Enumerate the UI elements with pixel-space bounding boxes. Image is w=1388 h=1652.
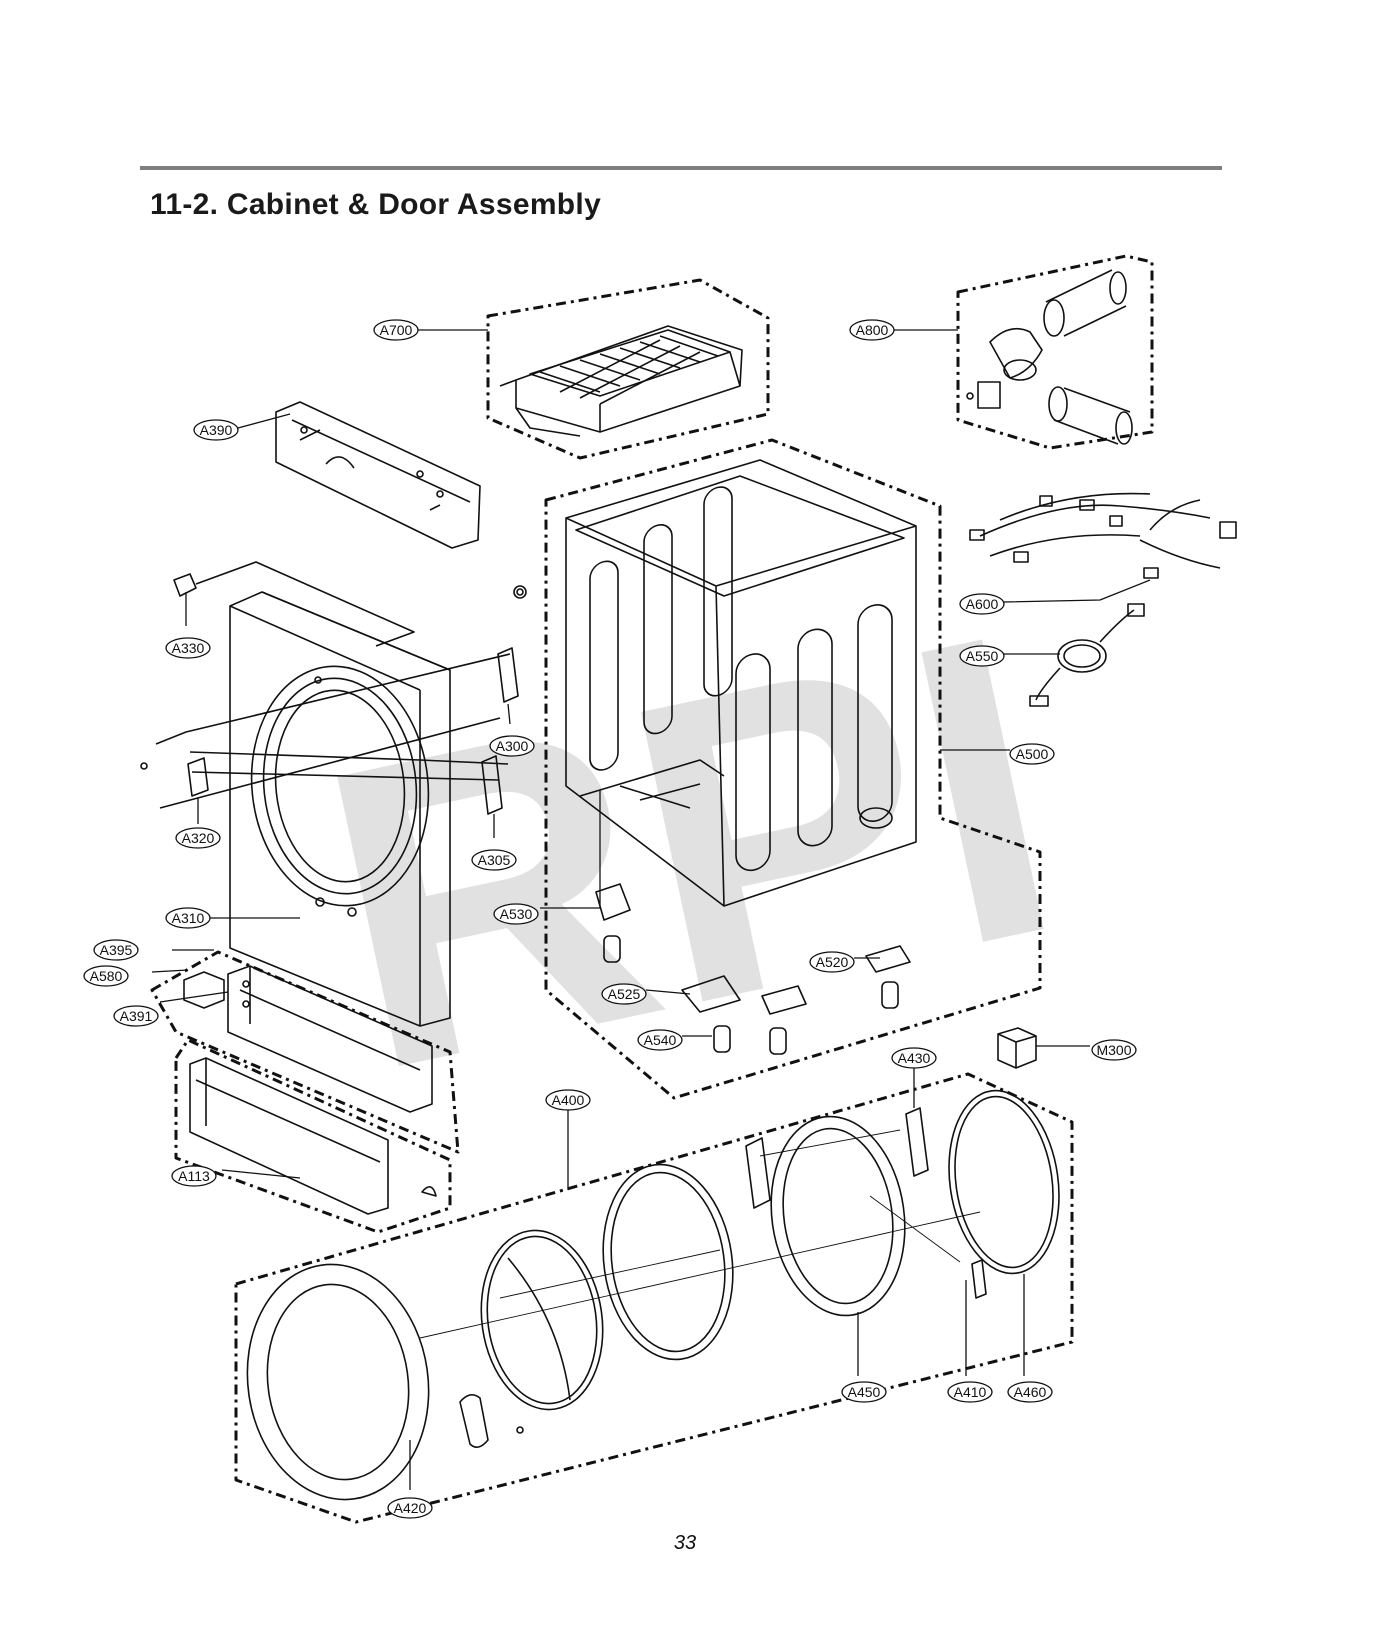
svg-text:A450: A450 — [848, 1384, 881, 1400]
svg-text:A500: A500 — [1016, 746, 1049, 762]
svg-text:A430: A430 — [898, 1050, 931, 1066]
callout-a500: A500 — [1009, 743, 1055, 765]
svg-text:A320: A320 — [182, 830, 215, 846]
svg-text:A395: A395 — [100, 942, 133, 958]
callout-a800: A800 — [849, 319, 895, 341]
svg-text:A305: A305 — [478, 852, 511, 868]
lower-frame-parts — [183, 965, 433, 1113]
dryer-rack-part — [499, 325, 743, 437]
svg-text:A400: A400 — [552, 1092, 585, 1108]
svg-text:A113: A113 — [178, 1168, 210, 1184]
svg-text:A330: A330 — [172, 640, 205, 656]
kick-plate-part — [189, 1057, 437, 1215]
latch-part — [905, 1107, 987, 1299]
callout-a700: A700 — [373, 319, 419, 341]
door-outer-ring-part — [246, 1263, 524, 1501]
front-panel-part — [155, 591, 511, 1027]
callout-a330: A330 — [165, 637, 211, 659]
callout-a400: A400 — [545, 1089, 591, 1111]
callout-a320: A320 — [175, 827, 221, 849]
callout-a391: A391 — [113, 1005, 159, 1027]
callout-a525: A525 — [601, 983, 647, 1005]
svg-text:A391: A391 — [120, 1008, 153, 1024]
svg-text:A300: A300 — [496, 738, 529, 754]
switch-part — [997, 1027, 1037, 1069]
hinge-parts — [140, 647, 519, 815]
svg-text:A410: A410 — [954, 1384, 987, 1400]
assembly-guide-lines — [419, 1129, 981, 1339]
svg-text:A540: A540 — [644, 1032, 677, 1048]
svg-text:A800: A800 — [856, 322, 889, 338]
svg-text:A520: A520 — [816, 954, 849, 970]
group-outline-dryer-rack — [486, 278, 770, 460]
callout-a113: A113 — [171, 1165, 217, 1187]
clip-part — [173, 561, 415, 647]
svg-text:A420: A420 — [394, 1500, 427, 1516]
callout-labels: A700 A800 A390 A330 A300 A320 A305 A310 … — [83, 319, 1137, 1519]
callout-a300: A300 — [489, 735, 535, 757]
group-outline-cabinet — [544, 438, 1042, 1100]
duct-parts — [966, 269, 1133, 445]
legs-and-brackets — [595, 883, 911, 1055]
svg-text:A525: A525 — [608, 986, 641, 1002]
callout-a580: A580 — [83, 965, 129, 987]
power-cord-part — [1029, 603, 1145, 707]
callout-a600: A600 — [959, 593, 1005, 615]
door-hinge-ring-part — [745, 1115, 906, 1317]
svg-text:A600: A600 — [966, 596, 999, 612]
callout-a305: A305 — [471, 849, 517, 871]
svg-text:A460: A460 — [1014, 1384, 1047, 1400]
section-rule — [140, 166, 1222, 170]
callout-a540: A540 — [637, 1029, 683, 1051]
callout-a530: A530 — [493, 903, 539, 925]
group-outline-door — [234, 1072, 1074, 1524]
svg-text:A550: A550 — [966, 648, 999, 664]
callout-a390: A390 — [193, 419, 239, 441]
callout-a395: A395 — [93, 939, 139, 961]
watermark: RPI — [290, 543, 1091, 1162]
callout-a450: A450 — [841, 1381, 887, 1403]
callout-a520: A520 — [809, 951, 855, 973]
wire-harness-part — [969, 492, 1237, 579]
svg-text:A390: A390 — [200, 422, 233, 438]
svg-text:A700: A700 — [380, 322, 413, 338]
callout-a310: A310 — [165, 907, 211, 929]
leader-lines — [151, 329, 1151, 1490]
door-glass-part — [480, 1229, 604, 1411]
group-outline-duct — [956, 254, 1154, 450]
svg-text:M300: M300 — [1096, 1042, 1131, 1058]
svg-text:A530: A530 — [500, 906, 533, 922]
door-inner-frame-part — [602, 1163, 734, 1361]
top-bracket-part — [275, 401, 481, 549]
page-title: 11-2. Cabinet & Door Assembly — [150, 188, 602, 221]
callout-a460: A460 — [1007, 1381, 1053, 1403]
group-outline-lower-panel — [150, 950, 460, 1234]
callout-a430: A430 — [891, 1047, 937, 1069]
callout-m300: M300 — [1091, 1039, 1137, 1061]
callout-a410: A410 — [947, 1381, 993, 1403]
callout-a420: A420 — [387, 1497, 433, 1519]
page-number: 33 — [673, 1532, 697, 1554]
svg-text:A310: A310 — [172, 910, 205, 926]
cabinet-body-part — [513, 459, 917, 907]
door-gasket-part — [948, 1089, 1060, 1275]
callout-a550: A550 — [959, 645, 1005, 667]
svg-text:A580: A580 — [90, 968, 123, 984]
